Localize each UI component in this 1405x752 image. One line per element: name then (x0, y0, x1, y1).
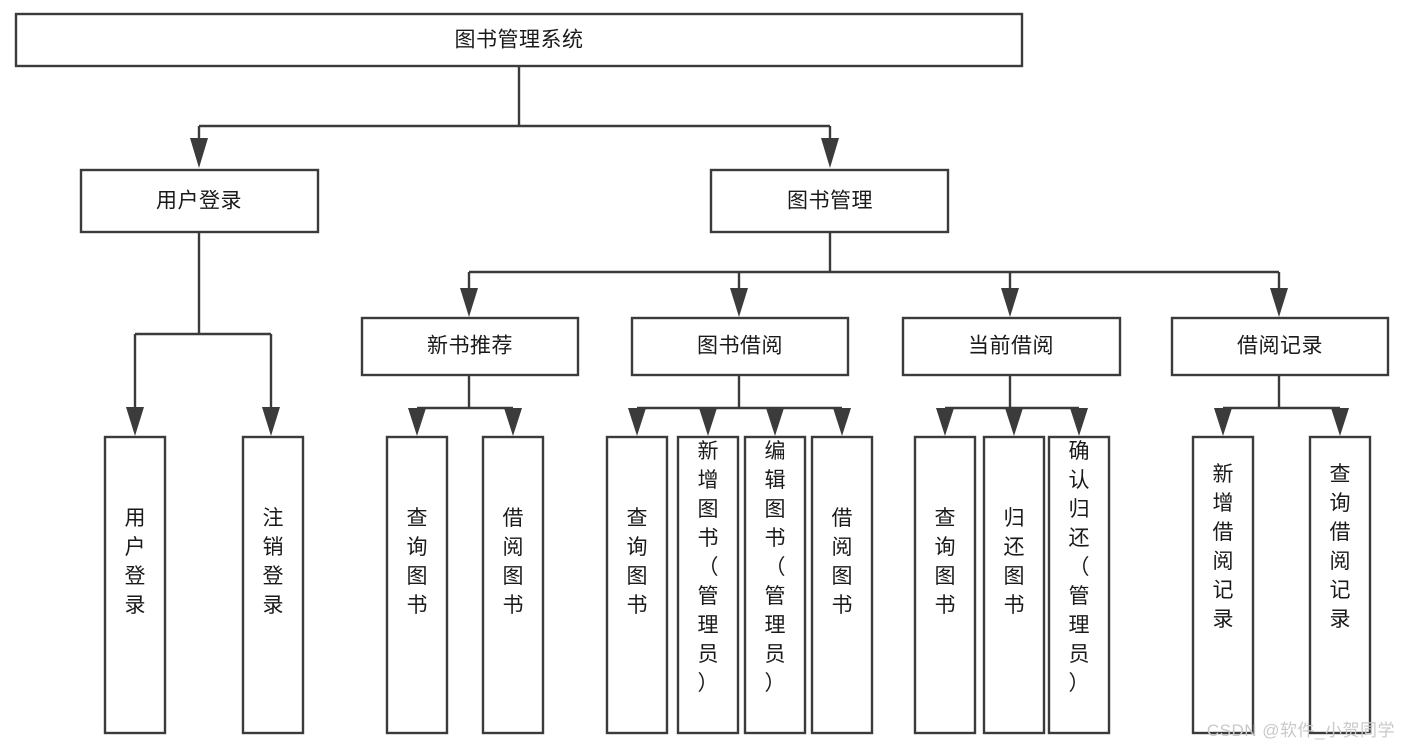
arrow-currentborrow-l2-icon (1005, 408, 1023, 436)
leaf-currentborrow-confirm-return[interactable]: 确认归还（管理员） (1047, 435, 1111, 735)
leaf-newbook-borrow-book[interactable]: 借阅图书 (481, 435, 545, 735)
node-book-management[interactable]: 图书管理 (709, 168, 950, 234)
arrow-bookmgmt-c3-icon (1001, 288, 1019, 317)
leaf-bookborrow-borrow-book[interactable]: 借阅图书 (810, 435, 874, 735)
node-current-borrow-label: 当前借阅 (968, 335, 1054, 358)
node-borrow-record-label: 借阅记录 (1237, 335, 1323, 358)
arrow-bookborrow-l2-icon (699, 408, 717, 436)
arrow-bookmgmt-c4-icon (1270, 288, 1288, 317)
leaf-newbook-borrow-book-label: 借阅图书 (503, 507, 524, 617)
leaf-currentborrow-confirm-return-box (1047, 435, 1111, 735)
connector-group-new-book (408, 375, 522, 436)
leaf-borrowrecord-query-record[interactable]: 查询借阅记录 (1308, 435, 1372, 735)
arrow-bookborrow-l4-icon (833, 408, 851, 436)
leaf-borrowrecord-query-record-box (1308, 435, 1372, 735)
leaf-currentborrow-query-book-box (913, 435, 977, 735)
connector-group-book-management (460, 232, 1288, 317)
leaf-user-logout-label: 注销登录 (263, 507, 284, 617)
connector-group-root (190, 66, 839, 168)
node-book-borrow-label: 图书借阅 (697, 335, 783, 358)
leaf-bookborrow-add-book[interactable]: 新增图书（管理员） (676, 435, 740, 735)
arrow-borrowrecord-l2-icon (1331, 408, 1349, 436)
node-root-system-label: 图书管理系统 (455, 29, 584, 52)
node-book-management-box (709, 168, 950, 234)
node-new-book-recommend[interactable]: 新书推荐 (360, 316, 580, 377)
node-user-login-box (79, 168, 320, 234)
arrow-bookmgmt-c1-icon (460, 288, 478, 317)
leaf-bookborrow-borrow-book-label: 借阅图书 (832, 507, 853, 617)
node-root-system-box (14, 12, 1024, 68)
leaf-newbook-query-book-box (385, 435, 449, 735)
leaf-currentborrow-query-book-label: 查询图书 (935, 507, 956, 617)
leaf-borrowrecord-add-record-label: 新增借阅记录 (1213, 463, 1234, 631)
leaf-currentborrow-return-book-label: 归还图书 (1004, 507, 1025, 617)
leaf-borrowrecord-query-record-label: 查询借阅记录 (1330, 463, 1351, 631)
leaf-bookborrow-borrow-book-box (810, 435, 874, 735)
arrow-user-leaf1-icon (126, 407, 144, 436)
leaf-bookborrow-query-book-box (605, 435, 669, 735)
connector-group-user-login (126, 232, 280, 436)
arrow-bookmgmt-c2-icon (730, 288, 748, 317)
arrow-newbook-l2-icon (504, 408, 522, 436)
node-book-borrow-box (630, 316, 850, 377)
node-borrow-record[interactable]: 借阅记录 (1170, 316, 1390, 377)
arrow-root-to-bookmgmt-icon (821, 138, 839, 168)
node-current-borrow[interactable]: 当前借阅 (901, 316, 1122, 377)
node-current-borrow-box (901, 316, 1122, 377)
arrow-user-leaf2-icon (262, 407, 280, 436)
leaf-user-login-box (103, 435, 167, 735)
leaf-bookborrow-query-book-label: 查询图书 (627, 507, 648, 617)
leaf-user-logout-box (241, 435, 305, 735)
csdn-watermark: CSDN @软件_小贺同学 (1206, 721, 1395, 740)
leaf-newbook-borrow-book-box (481, 435, 545, 735)
leaf-borrowrecord-add-record[interactable]: 新增借阅记录 (1191, 435, 1255, 735)
leaf-bookborrow-query-book[interactable]: 查询图书 (605, 435, 669, 735)
connector-group-current-borrow (936, 375, 1088, 436)
leaf-bookborrow-edit-book[interactable]: 编辑图书（管理员） (743, 435, 807, 735)
node-book-management-label: 图书管理 (787, 190, 873, 213)
leaf-user-login-label: 用户登录 (125, 507, 146, 617)
leaf-user-login[interactable]: 用户登录 (103, 435, 167, 735)
node-book-borrow[interactable]: 图书借阅 (630, 316, 850, 377)
connector-group-borrow-record (1214, 375, 1349, 436)
connector-group-book-borrow (628, 375, 851, 436)
arrow-currentborrow-l3-icon (1070, 408, 1088, 436)
node-new-book-recommend-box (360, 316, 580, 377)
leaf-bookborrow-add-book-box (676, 435, 740, 735)
node-borrow-record-box (1170, 316, 1390, 377)
leaf-currentborrow-confirm-return-label: 确认归还（管理员） (1069, 440, 1090, 695)
leaf-bookborrow-edit-book-label: 编辑图书（管理员） (765, 440, 786, 695)
leaf-newbook-query-book-label: 查询图书 (407, 507, 428, 617)
node-root-system[interactable]: 图书管理系统 (14, 12, 1024, 68)
node-new-book-recommend-label: 新书推荐 (427, 335, 513, 358)
arrow-newbook-l1-icon (408, 408, 426, 436)
leaf-currentborrow-return-book[interactable]: 归还图书 (982, 435, 1046, 735)
arrow-root-to-user-icon (190, 138, 208, 168)
leaf-bookborrow-add-book-label: 新增图书（管理员） (698, 440, 719, 695)
leaf-bookborrow-edit-book-box (743, 435, 807, 735)
arrow-borrowrecord-l1-icon (1214, 408, 1232, 436)
node-user-login-label: 用户登录 (156, 190, 242, 213)
leaf-currentborrow-return-book-box (982, 435, 1046, 735)
leaf-currentborrow-query-book[interactable]: 查询图书 (913, 435, 977, 735)
arrow-bookborrow-l1-icon (628, 408, 646, 436)
arrow-bookborrow-l3-icon (766, 408, 784, 436)
leaf-newbook-query-book[interactable]: 查询图书 (385, 435, 449, 735)
leaf-borrowrecord-add-record-box (1191, 435, 1255, 735)
node-user-login[interactable]: 用户登录 (79, 168, 320, 234)
arrow-currentborrow-l1-icon (936, 408, 954, 436)
leaf-user-logout[interactable]: 注销登录 (241, 435, 305, 735)
